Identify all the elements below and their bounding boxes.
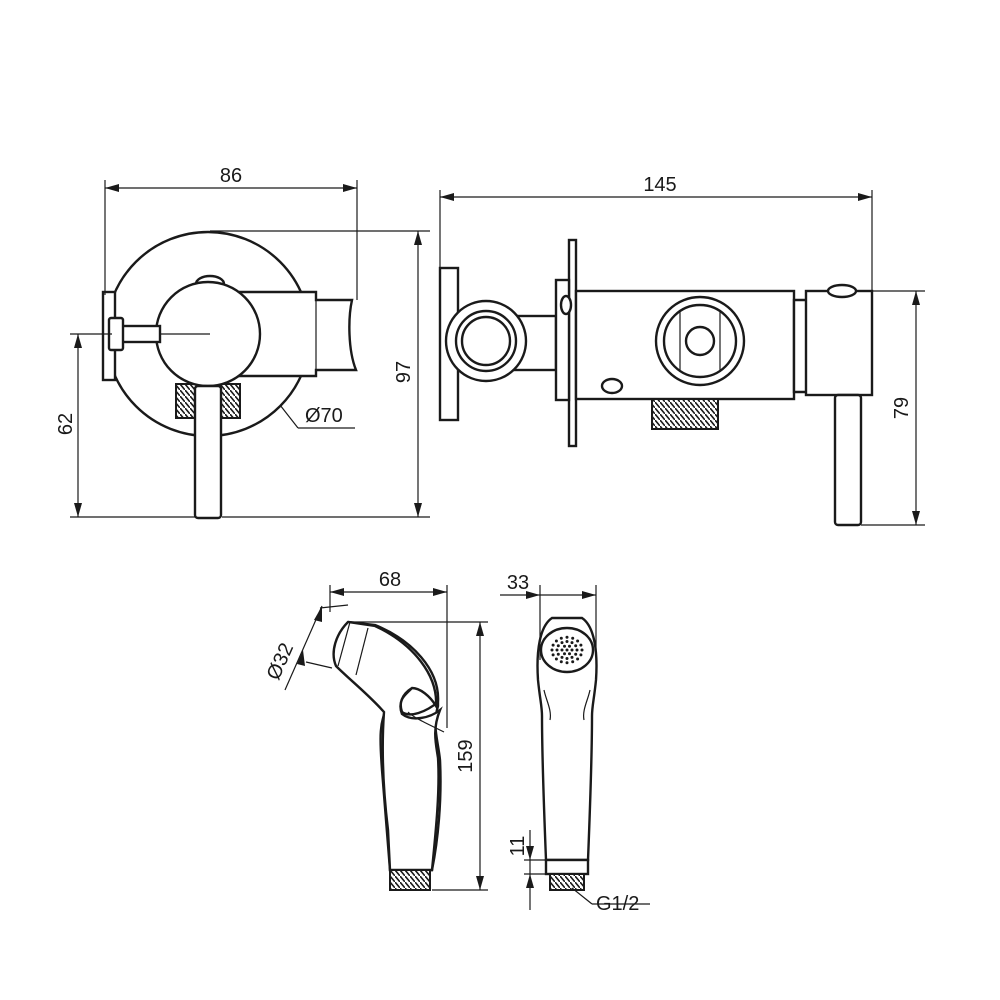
front-lever	[193, 384, 223, 520]
nozzle-hole	[565, 661, 569, 665]
dim-handset-height: 159	[455, 739, 477, 772]
nozzle-hole	[565, 648, 569, 652]
nozzle-hole	[568, 644, 571, 648]
nozzle-hole	[554, 639, 558, 643]
side-cartridge	[804, 289, 874, 397]
nozzle-hole	[570, 648, 574, 652]
dim-front-height: 97	[393, 361, 415, 383]
nozzle-hole	[559, 660, 563, 664]
nozzle-hole	[570, 655, 574, 659]
nozzle-hole	[563, 652, 566, 656]
dim-handset-front-width: 33	[507, 572, 529, 594]
front-dimensions: 86 97 62 Ø70	[55, 165, 430, 518]
front-view	[101, 230, 358, 520]
nozzle-hole	[551, 643, 555, 647]
side-dimensions: 145 79	[439, 174, 925, 526]
nozzle-holes	[550, 635, 584, 665]
side-lever	[833, 393, 863, 527]
nozzle-hole	[560, 641, 564, 645]
dim-front-lever-height: 62	[55, 413, 77, 435]
nozzle-hole	[575, 648, 579, 652]
handset-side-view	[332, 620, 445, 891]
nozzle-hole	[556, 652, 560, 656]
nozzle-hole	[565, 657, 569, 660]
nozzle-hole	[563, 644, 566, 648]
handset-front-dimensions: 33 11 G1/2	[500, 572, 650, 915]
handset-side-dimensions: 68 159 Ø32	[263, 569, 488, 891]
side-view	[438, 238, 874, 527]
nozzle-hole	[580, 648, 584, 652]
side-thread	[651, 398, 719, 430]
nozzle-hole	[550, 648, 554, 652]
nozzle-hole	[579, 643, 583, 647]
nozzle-hole	[559, 636, 563, 640]
nozzle-hole	[571, 636, 575, 640]
nozzle-hole	[574, 652, 578, 656]
nozzle-hole	[576, 657, 580, 661]
dim-front-width: 86	[220, 165, 242, 187]
nozzle-hole	[551, 653, 555, 657]
dim-handset-head-diameter: Ø32	[263, 640, 298, 683]
nozzle-hole	[556, 644, 560, 648]
nozzle-hole	[560, 655, 564, 659]
nozzle-hole	[576, 639, 580, 643]
dim-thread-size: G1/2	[596, 893, 639, 915]
nozzle-hole	[579, 653, 583, 657]
dim-front-flange-diameter: Ø70	[305, 405, 343, 427]
handset-front-thread	[549, 873, 585, 891]
handset-front-view	[536, 616, 598, 891]
front-spindle	[118, 324, 162, 344]
nozzle-hole	[554, 657, 558, 661]
nozzle-hole	[565, 640, 569, 643]
dim-thread-length: 11	[507, 836, 529, 857]
dim-side-height: 79	[891, 397, 913, 419]
dim-handset-length: 68	[379, 569, 401, 591]
nozzle-hole	[555, 648, 559, 652]
nozzle-hole	[560, 648, 564, 652]
nozzle-hole	[570, 641, 574, 645]
nozzle-hole	[565, 635, 569, 639]
handset-thread	[389, 869, 431, 891]
nozzle-hole	[568, 652, 571, 656]
dim-side-length: 145	[643, 174, 676, 196]
nozzle-hole	[571, 660, 575, 664]
nozzle-hole	[574, 644, 578, 648]
